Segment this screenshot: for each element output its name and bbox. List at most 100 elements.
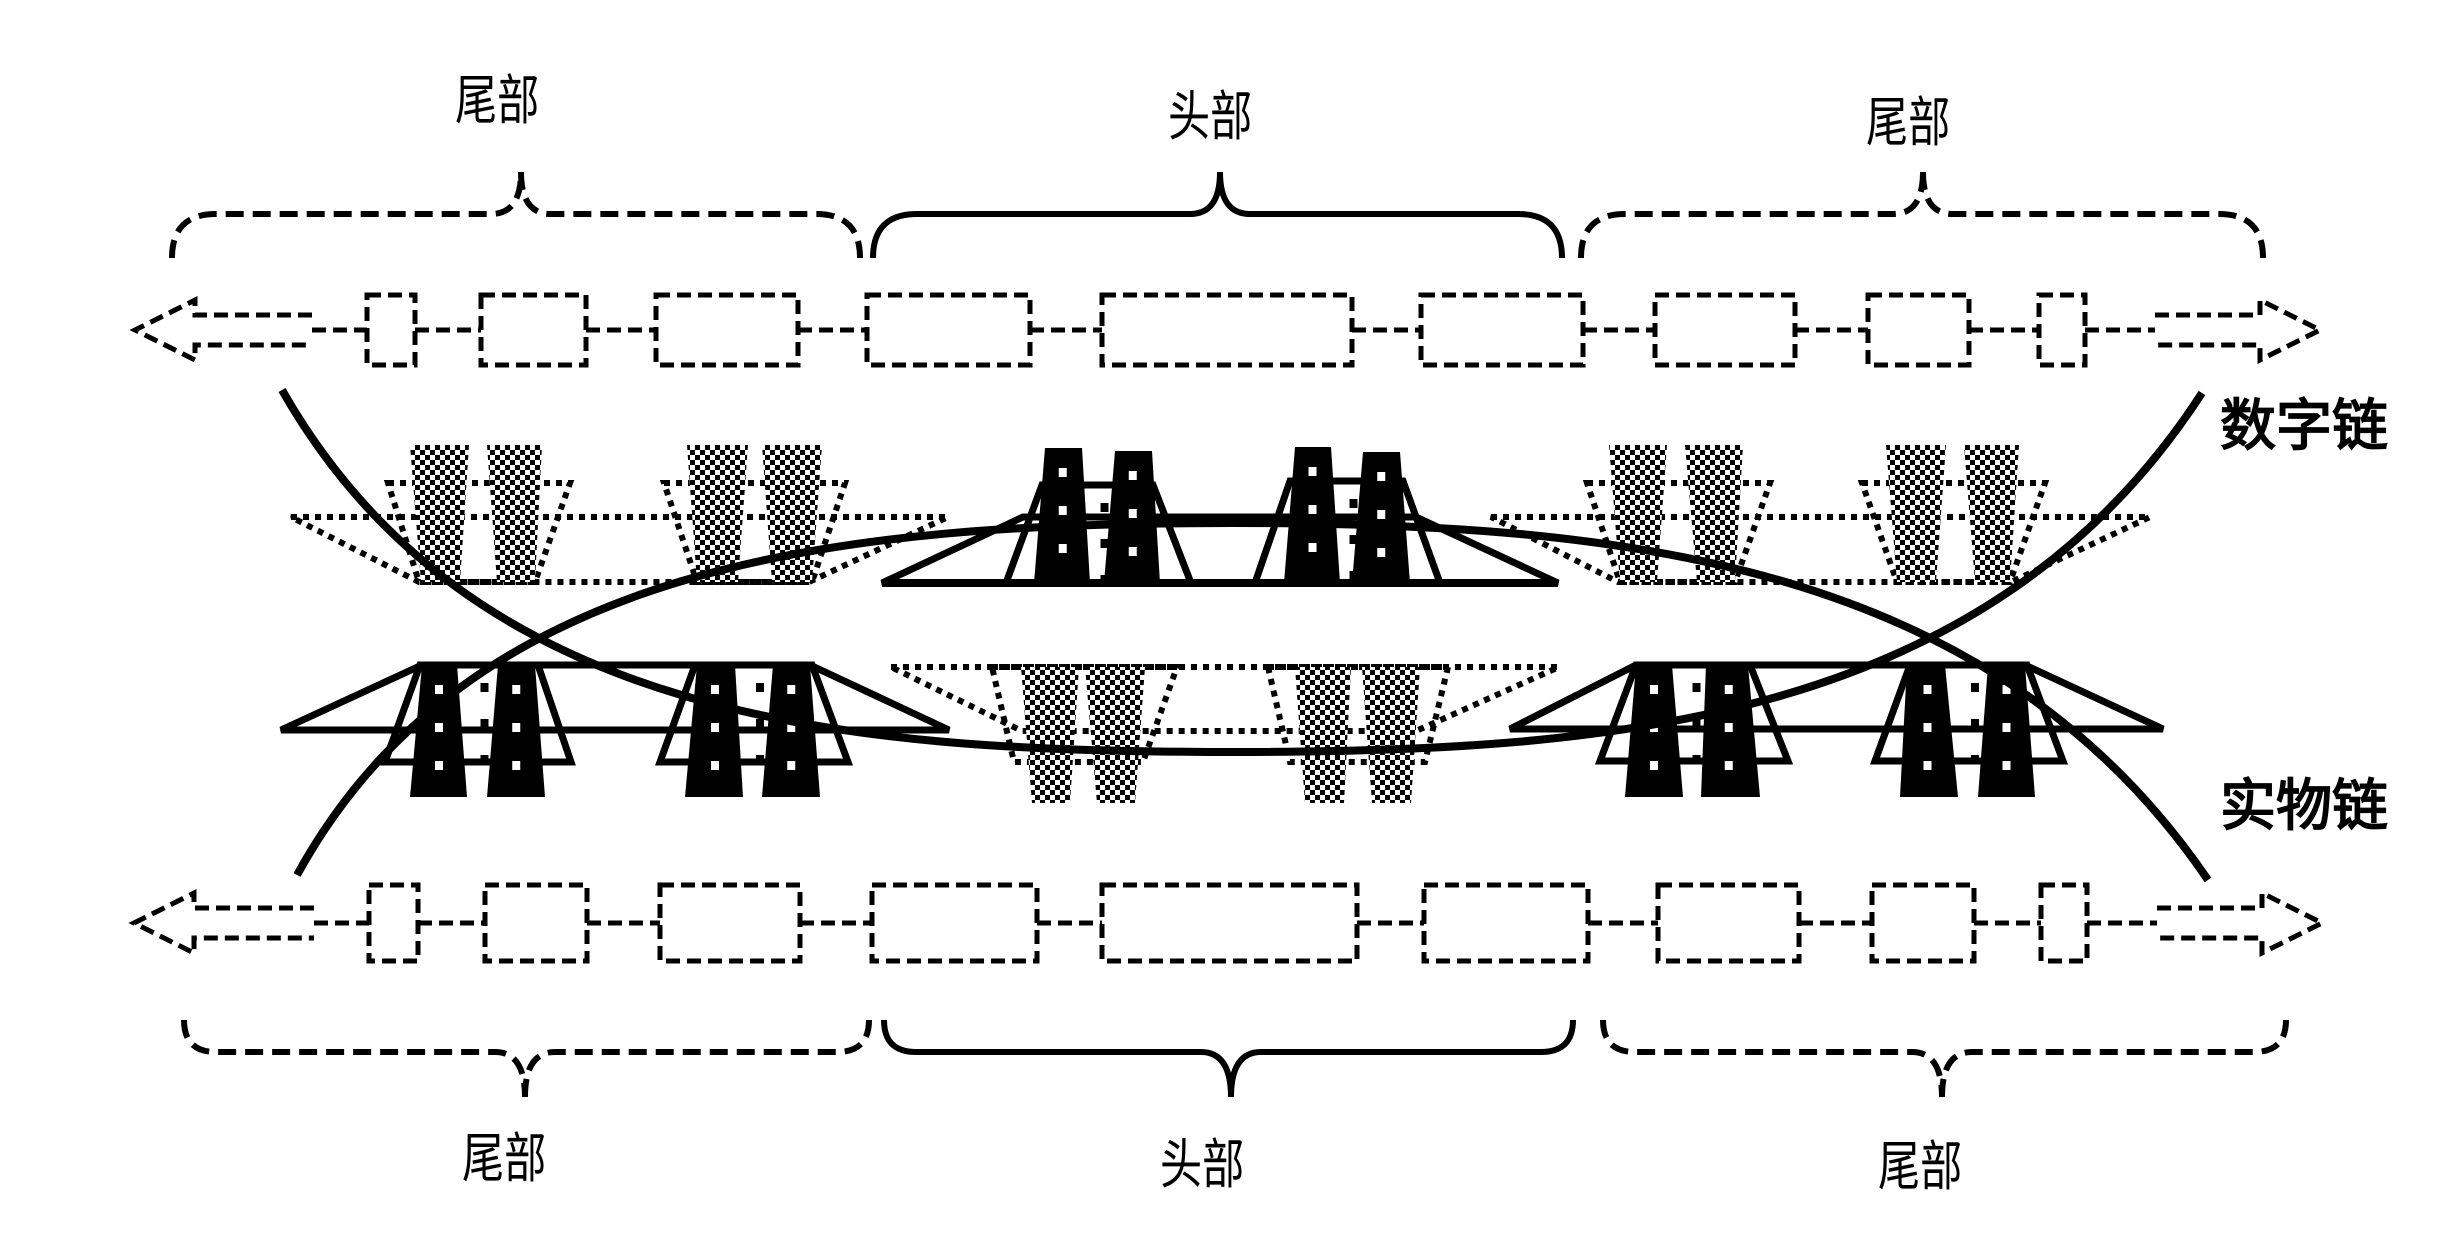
upper-right-virtual-pair-2-skirt bbox=[1857, 480, 2050, 585]
upper-left-virtual-pair-2-pillar bbox=[762, 445, 822, 582]
bottom-chain-link-9 bbox=[2038, 882, 2090, 964]
lower-left-physical-pair-1-pillar-window bbox=[512, 723, 521, 732]
lower-right-physical-pair-2-pillar-window bbox=[1923, 723, 1932, 732]
upper-right-virtual-platform bbox=[1489, 514, 2152, 585]
digital-chain-label: 数字链 bbox=[2220, 393, 2388, 459]
top-braces bbox=[169, 171, 2266, 259]
lower-left-physical-pair-1-skirt-dot bbox=[480, 719, 489, 728]
upper-center-physical-pair-2-pillar-window bbox=[1308, 505, 1317, 514]
bottom-chain-left-arrow-icon bbox=[128, 888, 314, 958]
top-right-brace-label: 尾部 bbox=[1866, 91, 1951, 154]
lower-right-physical-pair-2-skirt-dot bbox=[1971, 755, 1979, 764]
upper-right-virtual-pair-2-pillar bbox=[1964, 445, 2019, 582]
top-center-brace-label: 头部 bbox=[1168, 85, 1253, 148]
upper-center-physical-pair-2-skirt bbox=[1250, 477, 1445, 587]
top-chain-link-5 bbox=[1099, 292, 1355, 368]
lower-left-physical-pair-1-pillar-window bbox=[435, 761, 443, 770]
bottom-chain-link-4 bbox=[869, 882, 1040, 964]
top-brace-2 bbox=[870, 171, 1565, 259]
bottom-left-brace-label: 尾部 bbox=[462, 1127, 547, 1190]
bottom-chain-link-6 bbox=[1421, 882, 1591, 964]
lower-left-physical-pair-2-pillar-window bbox=[787, 723, 796, 732]
lower-left-physical-pair-2-pillar-window bbox=[711, 723, 719, 732]
bottom-brace-1 bbox=[181, 1019, 872, 1098]
lower-right-physical-pair-1-pillar-window bbox=[1724, 723, 1733, 732]
lower-right-physical-pair-2-pillar-window bbox=[2002, 761, 2011, 770]
lower-left-physical-pair-1-pillar-window bbox=[512, 685, 521, 694]
digital-chain-curve bbox=[278, 388, 2206, 757]
lower-right-physical-pair-1-pillar-window bbox=[1724, 761, 1733, 770]
bottom-braces bbox=[181, 1019, 2289, 1098]
upper-center-physical-pair-1-skirt-dot bbox=[1100, 503, 1109, 512]
upper-center-physical-pair-1-skirt bbox=[1000, 481, 1197, 587]
bottom-right-brace-label: 尾部 bbox=[1878, 1135, 1963, 1198]
chain-curves bbox=[278, 388, 2212, 883]
upper-center-physical-pair-1-pillar-window bbox=[1058, 544, 1067, 553]
upper-center-physical-pair-1-pillar-window bbox=[1128, 471, 1137, 480]
top-chain-link-4 bbox=[864, 292, 1033, 368]
top-chain-link-3 bbox=[653, 292, 801, 368]
lower-right-physical-pair-2-pillar-window bbox=[1923, 685, 1932, 694]
upper-center-physical-pair-2-pillar-window bbox=[1377, 548, 1386, 557]
top-chain bbox=[129, 292, 2326, 368]
lower-left-physical-pair-2-pillar-window bbox=[711, 685, 719, 694]
lower-center-virtual-pair-1-pillar bbox=[1085, 667, 1145, 803]
upper-left-virtual-pair-1-pillar bbox=[410, 445, 469, 582]
lower-right-physical-pair-2-pillar-window bbox=[2002, 723, 2011, 732]
lower-right-physical-pair-1-skirt-dot bbox=[1692, 755, 1701, 764]
lower-left-physical-pair-2-pillar-window bbox=[787, 761, 796, 770]
lower-left-physical-pair-1-pillar-window bbox=[512, 761, 521, 770]
upper-right-virtual-pair-2-pillar bbox=[1886, 445, 1946, 582]
bottom-chain-link-7 bbox=[1655, 882, 1802, 964]
upper-center-physical-pair-2-pillar-window bbox=[1308, 467, 1317, 476]
bottom-brace-2 bbox=[881, 1019, 1576, 1098]
bottom-chain-link-8 bbox=[1869, 882, 1977, 964]
lower-left-physical-pair-1-pillar-window bbox=[435, 685, 443, 694]
upper-center-physical-pair-2-pillar-window bbox=[1377, 510, 1386, 519]
top-chain-link-2 bbox=[478, 292, 589, 368]
upper-center-physical-pair-2-skirt-dot bbox=[1349, 535, 1358, 544]
upper-center-physical-pair-1-pillar-window bbox=[1058, 468, 1067, 477]
lower-right-physical-pair-1-pillar-window bbox=[1650, 685, 1658, 694]
top-left-brace-label: 尾部 bbox=[455, 69, 540, 132]
physical-chain-label: 实物链 bbox=[2220, 773, 2388, 839]
lower-right-physical-pair-2-skirt-dot bbox=[1971, 719, 1979, 728]
lower-right-physical-pair-2-pillar-window bbox=[1923, 761, 1932, 770]
top-chain-left-arrow-icon bbox=[129, 295, 312, 365]
upper-center-physical-pair-1-skirt-dot bbox=[1100, 539, 1109, 548]
bottom-chain-link-2 bbox=[482, 882, 590, 964]
upper-left-virtual-pair-2-pillar bbox=[687, 445, 748, 582]
upper-center-physical-pair-1-pillar-window bbox=[1128, 547, 1137, 556]
lower-left-physical-pair-2-skirt-dot bbox=[756, 755, 764, 764]
upper-center-physical-pair-1-pillar-window bbox=[1058, 506, 1067, 515]
upper-right-virtual-pair-1-pillar bbox=[1685, 445, 1743, 582]
upper-right-virtual-pair-1-pillar bbox=[1609, 445, 1667, 582]
top-chain-link-9 bbox=[2036, 292, 2088, 368]
lower-left-physical-pair-1-skirt-dot bbox=[480, 683, 489, 692]
bottom-chain-link-3 bbox=[657, 882, 803, 964]
lower-center-virtual-pair-2-pillar bbox=[1362, 667, 1420, 803]
lower-left-physical-pair-2-skirt-dot bbox=[756, 683, 764, 692]
lower-left-physical-pair-1-skirt-dot bbox=[480, 755, 489, 764]
bottom-chain-right-arrow-icon bbox=[2157, 888, 2328, 958]
upper-left-virtual-pair-1-pillar bbox=[487, 445, 542, 582]
lower-right-physical-pair-2-skirt-dot bbox=[1971, 683, 1979, 692]
upper-center-physical-pair-1-pillar-window bbox=[1128, 509, 1137, 518]
bottom-chain-link-1 bbox=[366, 882, 421, 964]
lower-left-physical-pair-1-pillar-window bbox=[435, 723, 443, 732]
lower-right-physical-pair-1-pillar-window bbox=[1724, 685, 1733, 694]
top-brace-1 bbox=[169, 171, 863, 259]
lower-center-virtual-pair-1-pillar bbox=[1021, 667, 1079, 803]
lower-right-physical-pair-1-skirt-dot bbox=[1692, 683, 1701, 692]
lower-center-virtual-platform bbox=[889, 664, 1561, 734]
bottom-chain-link-5 bbox=[1099, 882, 1360, 964]
upper-center-physical-pair-2-pillar bbox=[1284, 447, 1340, 583]
top-chain-link-7 bbox=[1652, 292, 1798, 368]
bottom-center-brace-label: 头部 bbox=[1160, 1133, 1245, 1196]
bottom-chain bbox=[128, 882, 2328, 964]
upper-center-physical-pair-2-skirt-dot bbox=[1349, 499, 1358, 508]
lower-left-physical-pair-2-skirt-dot bbox=[756, 719, 764, 728]
top-chain-link-6 bbox=[1418, 292, 1586, 368]
top-chain-link-1 bbox=[364, 292, 418, 368]
